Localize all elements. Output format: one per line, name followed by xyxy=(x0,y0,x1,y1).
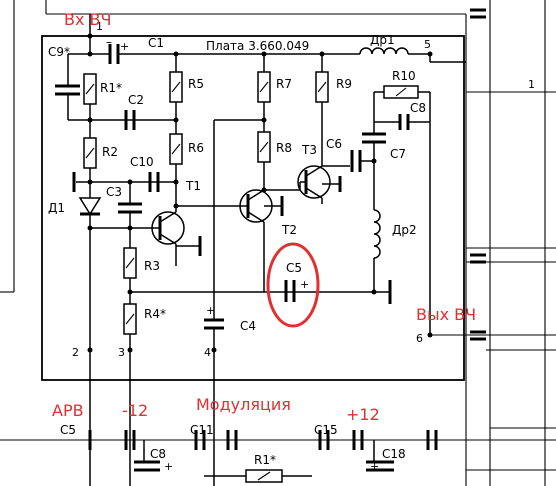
c11-label: C11 xyxy=(190,423,214,437)
c5-label: C5 xyxy=(286,261,302,275)
c5b-label: C5 xyxy=(60,423,76,437)
t2-label: T2 xyxy=(281,223,297,237)
pin-6-label: 6 xyxy=(416,332,423,345)
c5-capacitor: + C5 xyxy=(263,232,309,302)
ext-pin-1-label: 1 xyxy=(528,78,535,91)
d1-label: Д1 xyxy=(48,201,65,215)
emitter-chain: R3 R4* xyxy=(123,228,390,486)
c4-capacitor: + C4 xyxy=(204,304,256,486)
svg-text:+: + xyxy=(370,460,379,473)
c18-label: C18 xyxy=(382,447,406,461)
r10-label: R10 xyxy=(392,69,416,83)
output-tank: Др1 5 R10 C8 C7 Др2 6 xyxy=(350,33,466,345)
r8-label: R8 xyxy=(276,141,292,155)
c8-label: C8 xyxy=(410,101,426,115)
minus12-annotation: -12 xyxy=(122,401,148,420)
bottom-bus: C5 C11 C15 C8 + R1* C18 + xyxy=(0,423,556,483)
r2-label: R2 xyxy=(102,145,118,159)
r1-label: R1* xyxy=(100,81,122,95)
r6-label: R6 xyxy=(188,141,204,155)
board-outline xyxy=(41,35,465,381)
transistor-t3: R9 T3 C6 xyxy=(297,54,374,204)
r5-label: R5 xyxy=(188,77,204,91)
svg-text:+: + xyxy=(300,278,309,291)
c3-label: C3 xyxy=(106,185,122,199)
dr2-label: Др2 xyxy=(392,223,417,237)
c7-label: C7 xyxy=(390,147,406,161)
output-rf-annotation: Вых ВЧ xyxy=(416,305,476,324)
c1-label: C1 xyxy=(148,36,164,50)
r3-label: R3 xyxy=(144,259,160,273)
pin-4-label: 4 xyxy=(204,346,211,359)
r9-label: R9 xyxy=(336,77,352,91)
c9-label: C9* xyxy=(48,45,70,59)
c8b-label: C8 xyxy=(150,447,166,461)
diode-section: C10 Д1 C3 xyxy=(48,155,176,348)
r1b-label: R1* xyxy=(254,453,276,467)
transistor-t1: T1 R5 R6 xyxy=(151,54,240,266)
pin-1-label: 1 xyxy=(96,20,103,33)
pin-2-label: 2 xyxy=(72,346,79,359)
t1-label: T1 xyxy=(185,179,201,193)
svg-text:+: + xyxy=(120,40,129,53)
dr1-label: Др1 xyxy=(370,33,395,47)
plus12-annotation: +12 xyxy=(346,405,380,424)
board-label: Плата 3.660.049 xyxy=(206,39,309,53)
red-circle-highlight-icon xyxy=(266,242,320,328)
input-rf-annotation: Вх ВЧ xyxy=(64,10,111,29)
pin-3-label: 3 xyxy=(118,346,125,359)
svg-text:+: + xyxy=(164,460,173,473)
c15-label: C15 xyxy=(314,423,338,437)
pin-5-label: 5 xyxy=(424,38,431,51)
svg-text:+: + xyxy=(206,304,215,317)
r7-label: R7 xyxy=(276,77,292,91)
c6-label: C6 xyxy=(326,137,342,151)
c4-label: C4 xyxy=(240,319,256,333)
svg-text:–: – xyxy=(106,35,112,49)
t3-label: T3 xyxy=(301,143,317,157)
c2-label: C2 xyxy=(128,93,144,107)
r4-label: R4* xyxy=(144,307,166,321)
agc-annotation: АРВ xyxy=(52,401,84,420)
input-section: 1 + C1 – C9* R1* C2 R2 xyxy=(48,14,350,188)
modulation-annotation: Модуляция xyxy=(196,395,291,414)
transistor-t2: R7 R8 T2 xyxy=(213,54,300,320)
c10-label: C10 xyxy=(130,155,154,169)
